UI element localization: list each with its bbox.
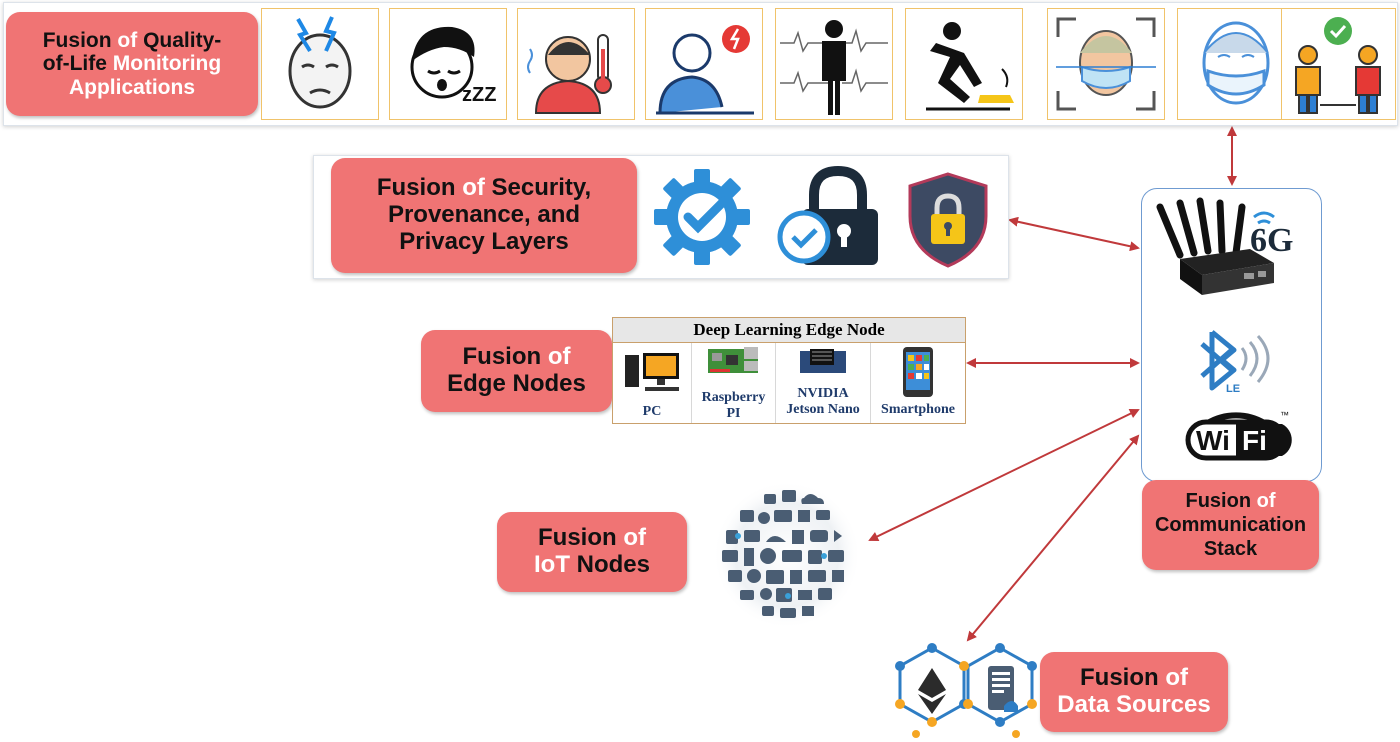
edge-node-jetson-line2: Jetson Nano [786,401,860,417]
wifi-text-a: Wi [1196,425,1230,456]
comm-title-of: of [1256,490,1276,512]
fever-icon [517,8,635,120]
qol-title-d: Monitoring [112,52,222,76]
iot-devices-cloud-icon [713,481,861,629]
security-label: Fusion of Security, Provenance, and Priv… [331,158,637,273]
data-sources-label: Fusion of Data Sources [1040,652,1228,732]
wifi-logo-icon: Wi Fi ™ [1185,410,1292,461]
security-title-a: Fusion [376,174,463,202]
cough-icon [645,8,763,120]
face-mask-icon [1177,8,1295,120]
iot-label: Fusion of IoT Nodes [497,512,687,592]
shield-lock-icon [908,172,988,268]
security-title-d: Privacy Layers [399,227,569,255]
qol-title-c: of-Life [42,52,113,76]
edge-title-of: of [547,343,571,371]
comm-label: Fusion of Communication Stack [1142,480,1319,570]
le-text: LE [1226,383,1240,395]
qol-title-of: of [117,28,138,52]
edge-title-a: Fusion [462,343,548,371]
comm-title-a: Fusion [1185,490,1257,512]
svg-text:zZZ: zZZ [462,84,496,106]
iot-title-b: IoT [533,551,570,578]
edge-title-b: Edge Nodes [447,370,586,397]
jetson-nano-icon [800,349,846,373]
iot-title-of: of [623,524,646,552]
wifi-text-b: Fi [1242,425,1267,456]
edge-node-pc-line1: PC [642,403,662,419]
qol-title-e: Applications [68,75,195,99]
headache-icon [261,8,379,120]
bluetooth-le-icon: LE [1200,330,1270,395]
fall-icon [905,8,1023,120]
wifi-tm: ™ [1280,410,1289,420]
edge-node-smartphone-line1: Smartphone [881,401,955,417]
social-distance-icon [1281,8,1396,120]
sixg-text: 6G [1250,222,1293,259]
security-title-c: Provenance, and [387,201,581,229]
arrow-iot-comm [868,408,1140,542]
data-title-of: of [1165,664,1188,692]
edge-node-smartphone: Smartphone [871,343,965,423]
data-title-b: Data Sources [1057,691,1211,718]
edge-node-raspberry-line1: Raspberry [701,390,766,406]
iot-title-c: Nodes [569,551,650,578]
edge-label: Fusion of Edge Nodes [421,330,612,412]
arrow-data-comm [966,434,1140,642]
heart-rhythm-icon [775,8,893,120]
comm-title-c: Stack [1203,538,1258,560]
pc-icon [625,353,679,391]
padlock-check-icon [777,165,878,265]
comm-title-b: Communication [1154,514,1307,536]
edge-node-raspberry-line2: PI [726,405,741,421]
router-6g-icon: 6G [1156,197,1293,295]
edge-table-title: Deep Learning Edge Node [613,318,965,343]
security-title-of: of [462,174,485,202]
edge-node-pc: PC [613,343,692,423]
security-title-b: Security, [484,174,592,202]
smartphone-icon [903,347,933,397]
qol-title-a: Fusion [42,28,118,52]
edge-node-jetson-line1: NVIDIA [797,386,849,402]
qol-title-b: Quality- [137,28,222,52]
gear-check-icon [654,169,750,265]
sleep-icon: zZZ [389,8,507,120]
qol-label: Fusion of Quality- of-Life Monitoring Ap… [6,12,258,116]
blockchain-network-icon [895,643,1037,738]
face-scan-icon [1047,8,1165,120]
iot-title-a: Fusion [538,524,624,552]
arrow-security-comm [1008,216,1140,252]
raspberry-pi-icon [708,347,758,373]
data-title-a: Fusion [1080,664,1166,692]
